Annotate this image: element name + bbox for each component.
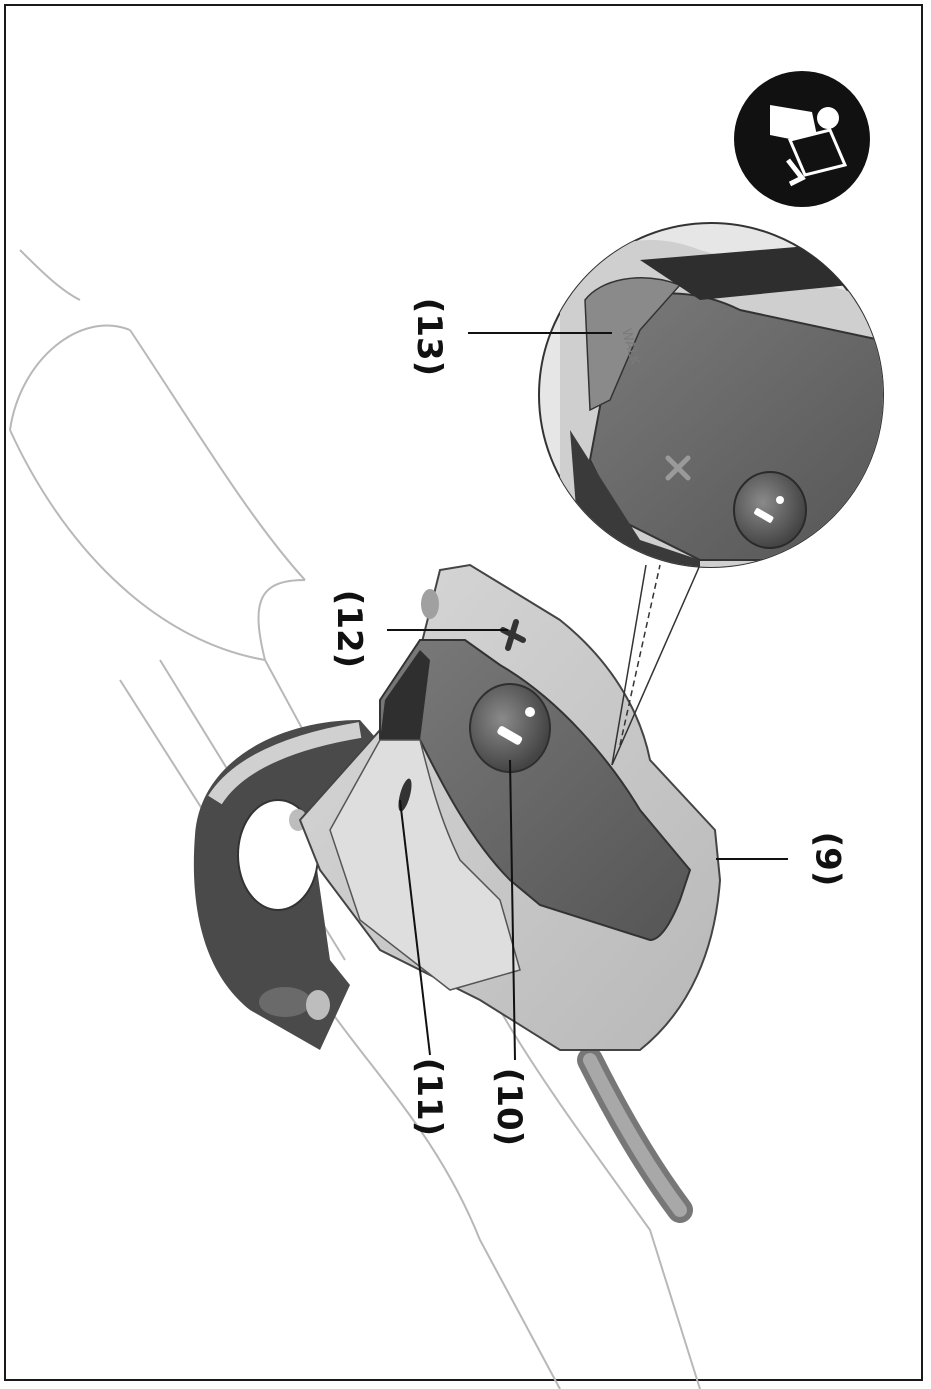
zoom-lines <box>611 564 701 766</box>
handlebar <box>9 249 701 1389</box>
info-button <box>469 683 551 773</box>
zoom-detail <box>538 222 884 568</box>
info-i-icon <box>497 496 784 745</box>
read-manual-icon <box>734 71 870 207</box>
callout-9: (9) <box>807 831 848 887</box>
plus-icon <box>500 619 526 651</box>
mounting-bracket <box>193 720 395 1050</box>
callout-11: (11) <box>409 1057 450 1137</box>
callout-10: (10) <box>489 1067 530 1147</box>
page-frame <box>4 4 923 1381</box>
callout-12: (12) <box>329 589 370 669</box>
callout-13: (13) <box>409 297 450 377</box>
leader-lines <box>387 332 788 1061</box>
